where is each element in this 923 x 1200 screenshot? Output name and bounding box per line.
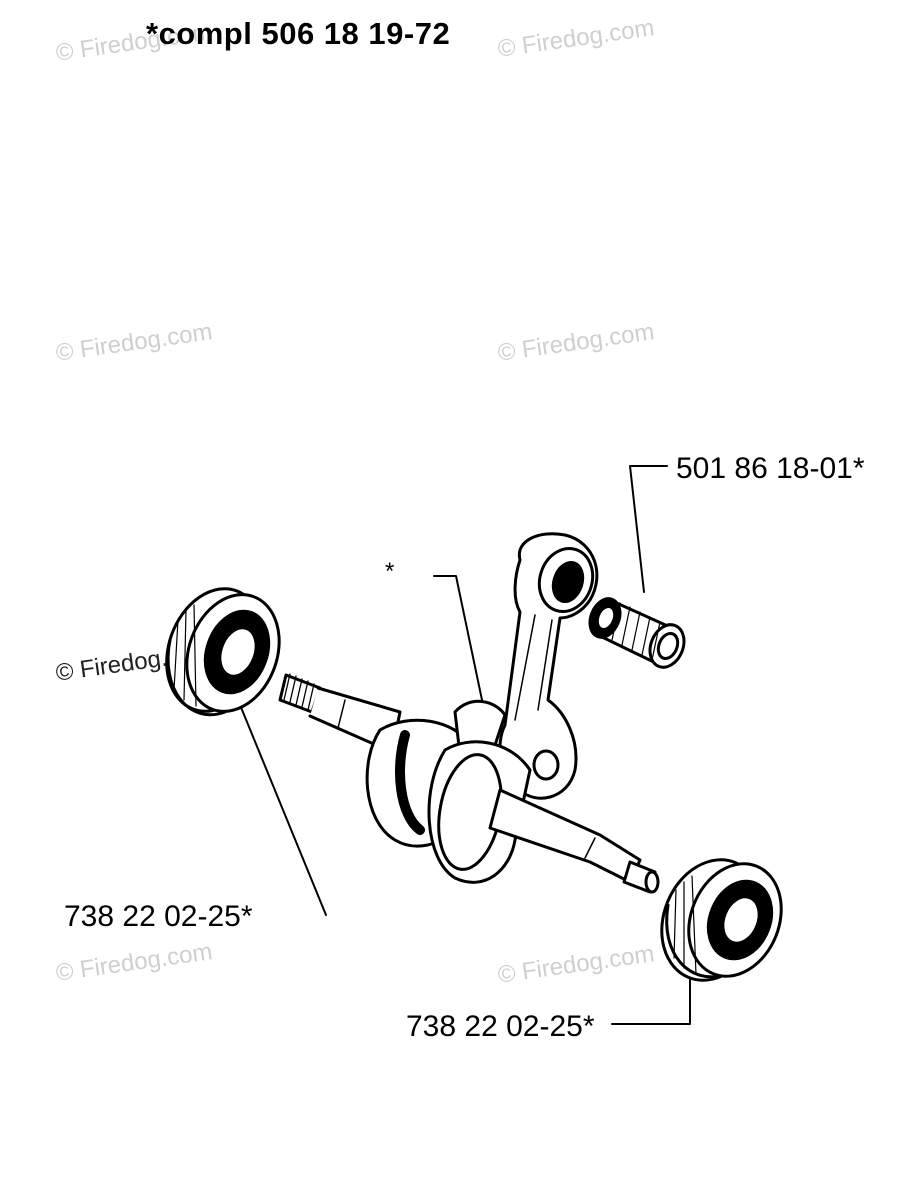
left-ball-bearing bbox=[165, 587, 281, 717]
crankshaft bbox=[278, 673, 660, 894]
label-conrod-marker: * bbox=[385, 558, 395, 585]
label-right-bearing: 738 22 02-25* bbox=[406, 1010, 595, 1043]
right-ball-bearing bbox=[660, 858, 783, 982]
connecting-rod bbox=[498, 532, 599, 800]
leader-needle-bearing bbox=[629, 465, 668, 593]
leader-conrod bbox=[433, 575, 483, 701]
leader-left-bearing bbox=[237, 699, 327, 916]
label-needle-bearing: 501 86 18-01* bbox=[676, 452, 865, 485]
leader-right-bearing bbox=[611, 967, 691, 1025]
assembly-title: *compl 506 18 19-72 bbox=[146, 16, 451, 51]
leader-lines bbox=[237, 465, 691, 1025]
needle-bearing bbox=[588, 597, 686, 669]
label-left-bearing: 738 22 02-25* bbox=[64, 900, 253, 933]
